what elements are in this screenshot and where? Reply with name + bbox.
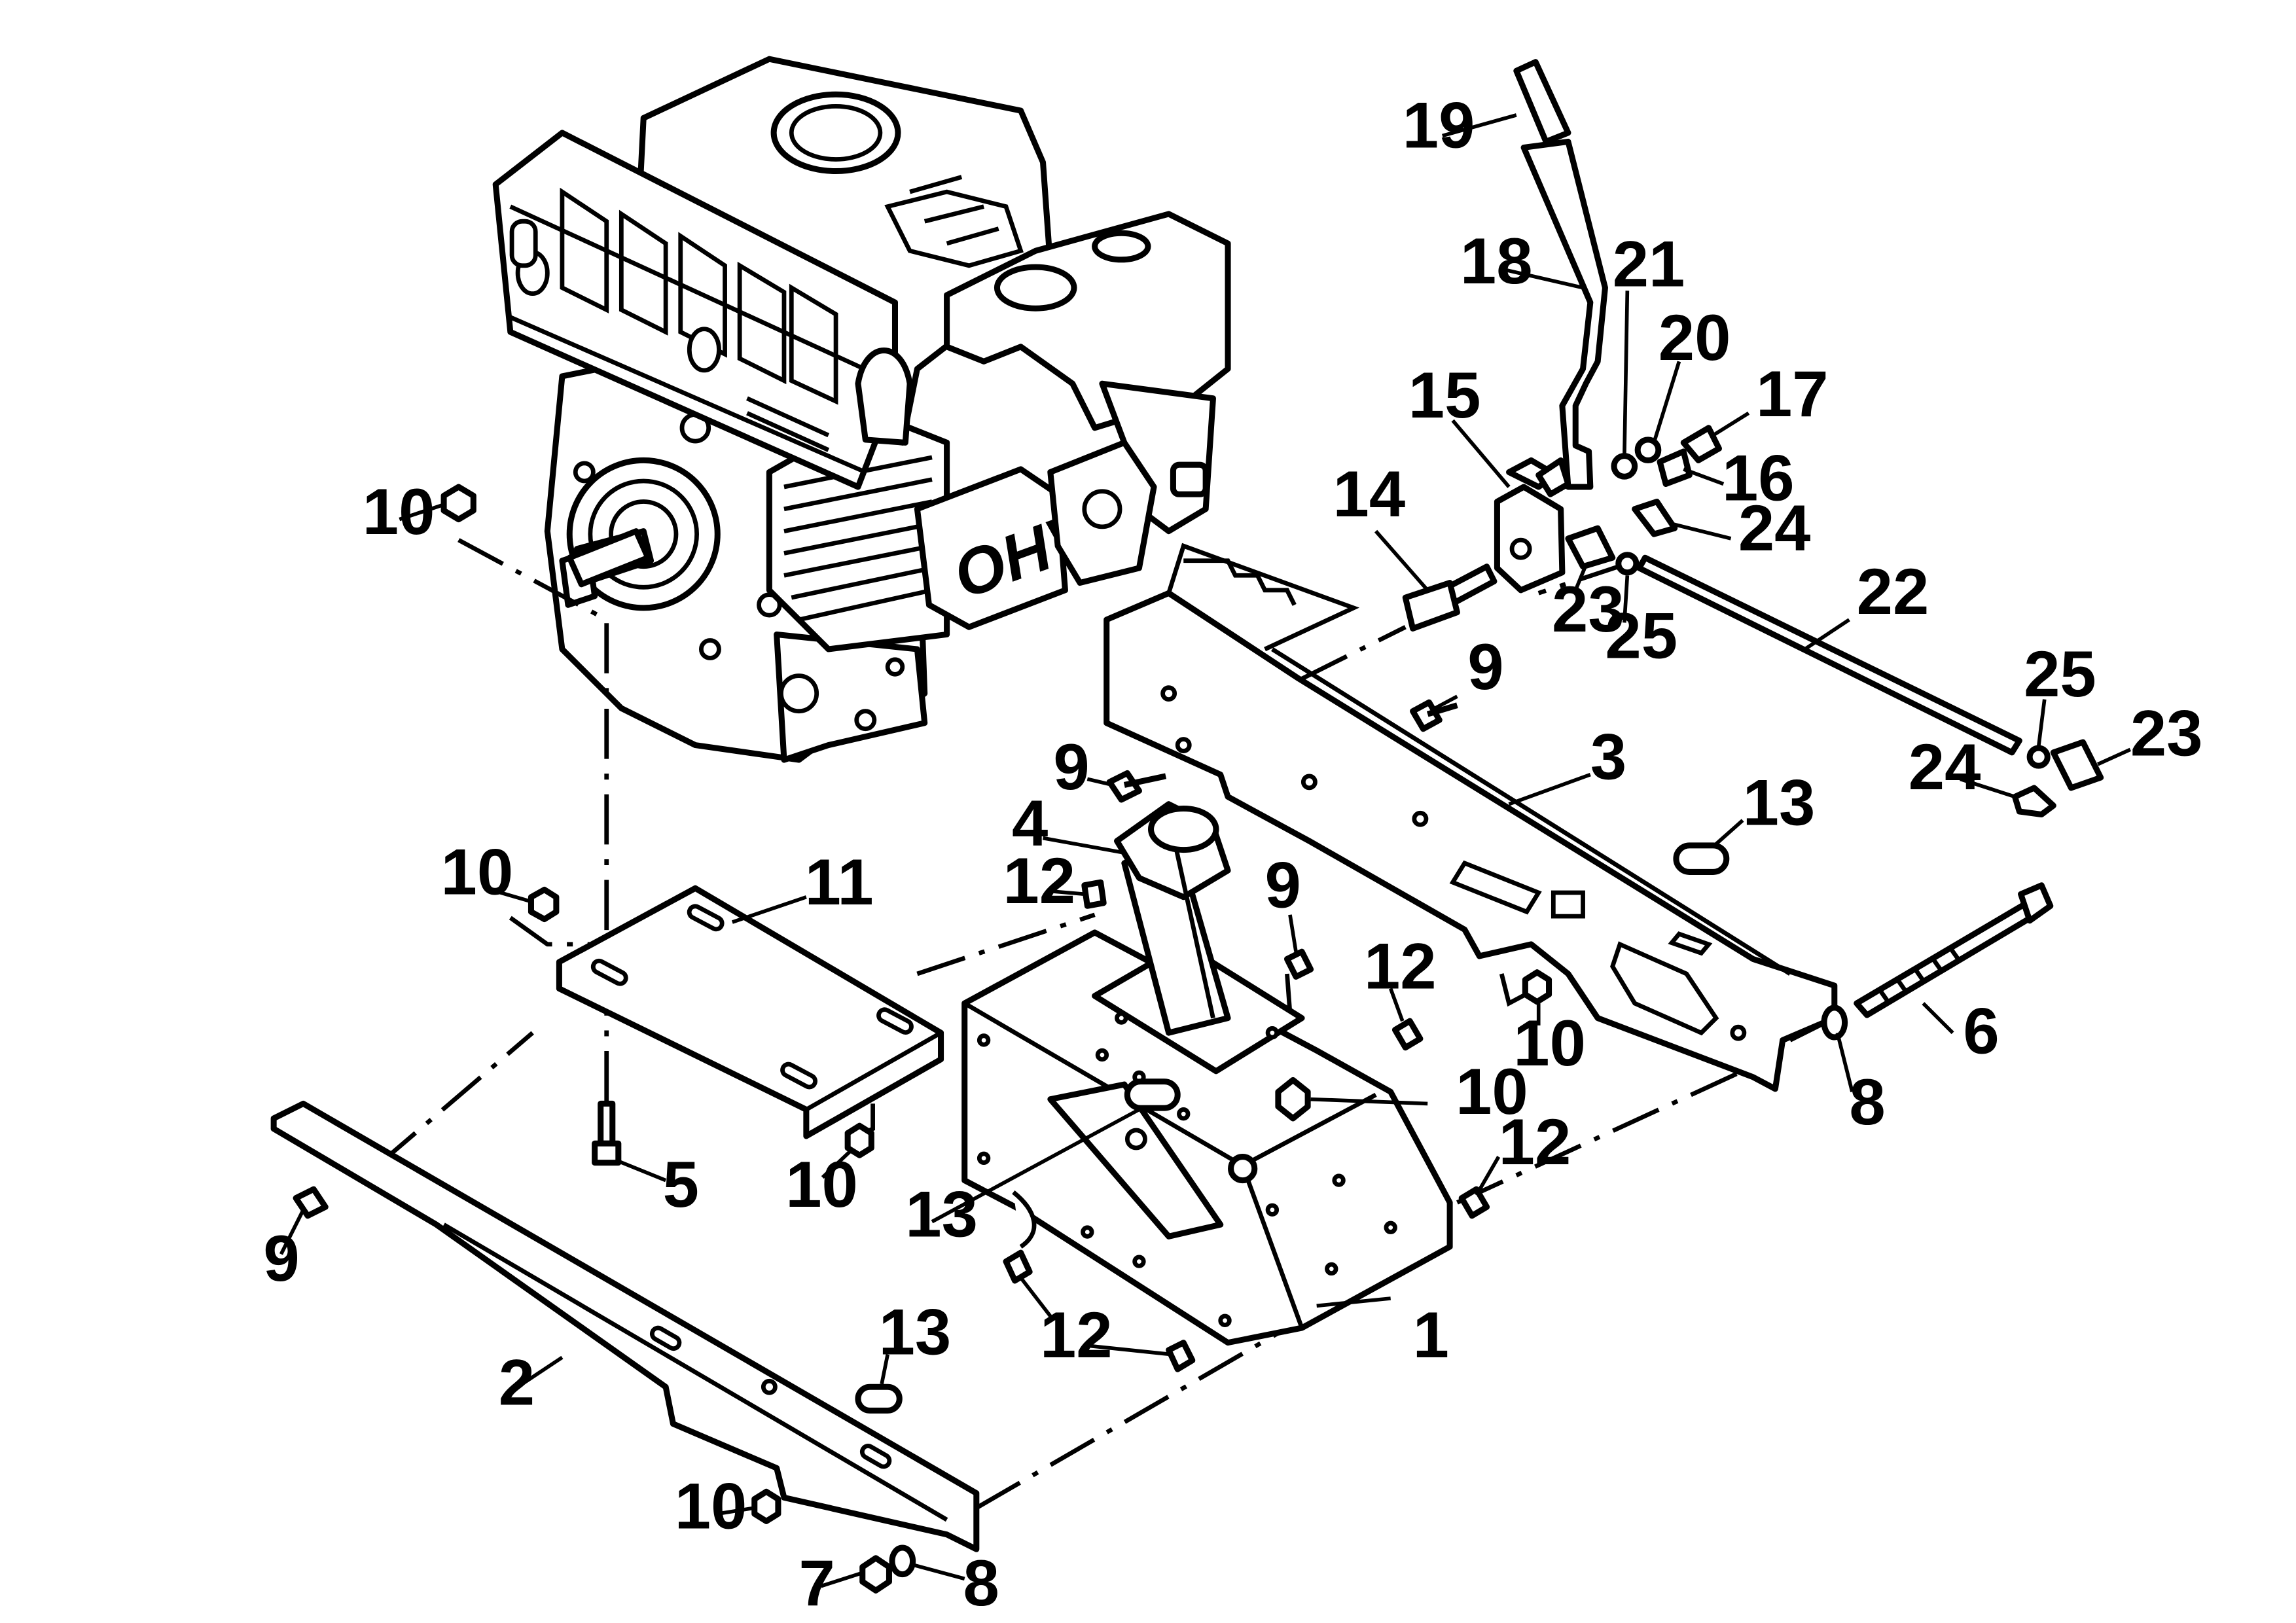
callout-21: 21 <box>1613 228 1685 300</box>
callout-13a: 13 <box>1743 766 1816 839</box>
nut-10a <box>440 484 476 523</box>
callout-19: 19 <box>1403 90 1475 162</box>
callout-13b: 13 <box>905 1178 978 1251</box>
callout-9d: 9 <box>1265 849 1301 922</box>
callout-6: 6 <box>1963 995 1999 1068</box>
engine: OHV <box>492 56 1231 763</box>
callout-10d: 10 <box>1513 1007 1586 1080</box>
shift-rod <box>1565 525 2104 818</box>
callout-labels: 1 2 3 4 5 6 7 8 8 9 9 9 9 10 10 10 10 10… <box>263 90 2202 1620</box>
callout-13c: 13 <box>879 1296 952 1369</box>
fasteners <box>293 484 1848 1594</box>
left-side-rail <box>270 1100 980 1552</box>
callout-9a: 9 <box>263 1222 299 1295</box>
callout-22: 22 <box>1857 556 1929 628</box>
callout-10c: 10 <box>785 1149 858 1221</box>
callout-3: 3 <box>1590 721 1626 794</box>
long-bolt <box>1854 882 2054 1018</box>
callout-12c: 12 <box>1499 1106 1571 1179</box>
callout-10f: 10 <box>675 1471 747 1543</box>
callout-10b: 10 <box>441 836 514 908</box>
main-frame <box>1103 543 1838 1092</box>
callout-16: 16 <box>1722 442 1795 514</box>
callout-23a: 23 <box>1552 573 1624 646</box>
callout-23b: 23 <box>2130 697 2203 770</box>
callout-2: 2 <box>499 1346 535 1419</box>
callout-8a: 8 <box>963 1547 999 1620</box>
shift-lever <box>1513 59 1608 490</box>
callout-25b: 25 <box>2024 638 2096 711</box>
callout-12d: 12 <box>1040 1299 1113 1372</box>
callout-8b: 8 <box>1849 1066 1885 1139</box>
callout-12a: 12 <box>1003 845 1075 918</box>
callout-20: 20 <box>1659 302 1731 374</box>
callout-9b: 9 <box>1053 731 1089 804</box>
callout-1: 1 <box>1413 1299 1449 1372</box>
callout-5: 5 <box>663 1149 699 1221</box>
callout-18: 18 <box>1460 225 1533 298</box>
callout-10a: 10 <box>363 476 435 548</box>
callout-25a: 25 <box>1605 600 1677 673</box>
callout-10e: 10 <box>1456 1056 1528 1128</box>
callout-9c: 9 <box>1467 631 1503 704</box>
shift-mechanism <box>1402 457 1571 632</box>
callout-24b: 24 <box>1909 731 1981 804</box>
lever-hardware <box>1611 425 1722 537</box>
callout-7: 7 <box>799 1547 835 1620</box>
mounting-plate <box>556 885 944 1139</box>
callout-4: 4 <box>1012 787 1048 860</box>
callout-12b: 12 <box>1364 931 1437 1003</box>
callout-11: 11 <box>805 846 874 919</box>
lever-tower <box>1092 801 1305 1075</box>
callout-17: 17 <box>1756 358 1829 431</box>
callout-14: 14 <box>1333 458 1406 531</box>
callout-24a: 24 <box>1738 492 1811 565</box>
leader-lines <box>279 113 2132 1588</box>
callout-15: 15 <box>1408 359 1481 432</box>
